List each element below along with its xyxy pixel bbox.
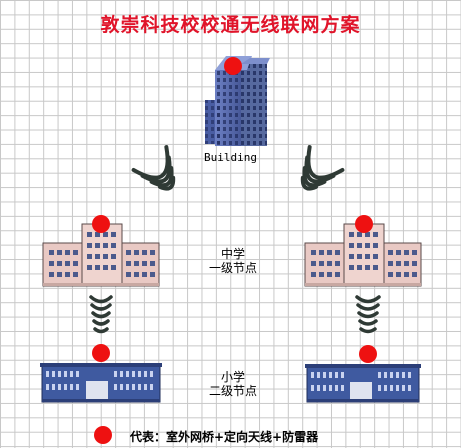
primary-school-right-icon: [305, 364, 421, 403]
primary-school-left-icon: [40, 363, 162, 403]
middle-school-right-node-marker: [355, 215, 373, 233]
middle-school-label: 中学 一级节点: [203, 247, 263, 275]
signal-waves-down-right-icon: [355, 295, 381, 334]
central-node-marker: [224, 57, 242, 75]
signal-waves-down-left-icon: [89, 295, 113, 334]
primary-school-left-node-marker: [92, 344, 110, 362]
building-label: Building: [204, 151, 257, 164]
middle-school-left-node-marker: [92, 215, 110, 233]
primary-school-label-line1: 小学: [220, 370, 245, 384]
signal-waves-left-icon: [131, 145, 176, 191]
primary-school-label: 小学 二级节点: [203, 370, 263, 398]
diagram-title: 敦崇科技校校通无线联网方案: [100, 14, 361, 36]
middle-school-left-icon: [42, 223, 160, 287]
signal-waves-right-icon: [300, 145, 345, 191]
middle-school-label-line2: 一级节点: [208, 261, 257, 275]
middle-school-label-line1: 中学: [220, 247, 245, 261]
legend-marker: [94, 426, 112, 444]
middle-school-right-icon: [304, 223, 422, 287]
primary-school-label-line2: 二级节点: [208, 384, 257, 398]
legend-text: 代表：室外网桥+定向天线+防雷器: [130, 430, 319, 444]
primary-school-right-node-marker: [359, 345, 377, 363]
